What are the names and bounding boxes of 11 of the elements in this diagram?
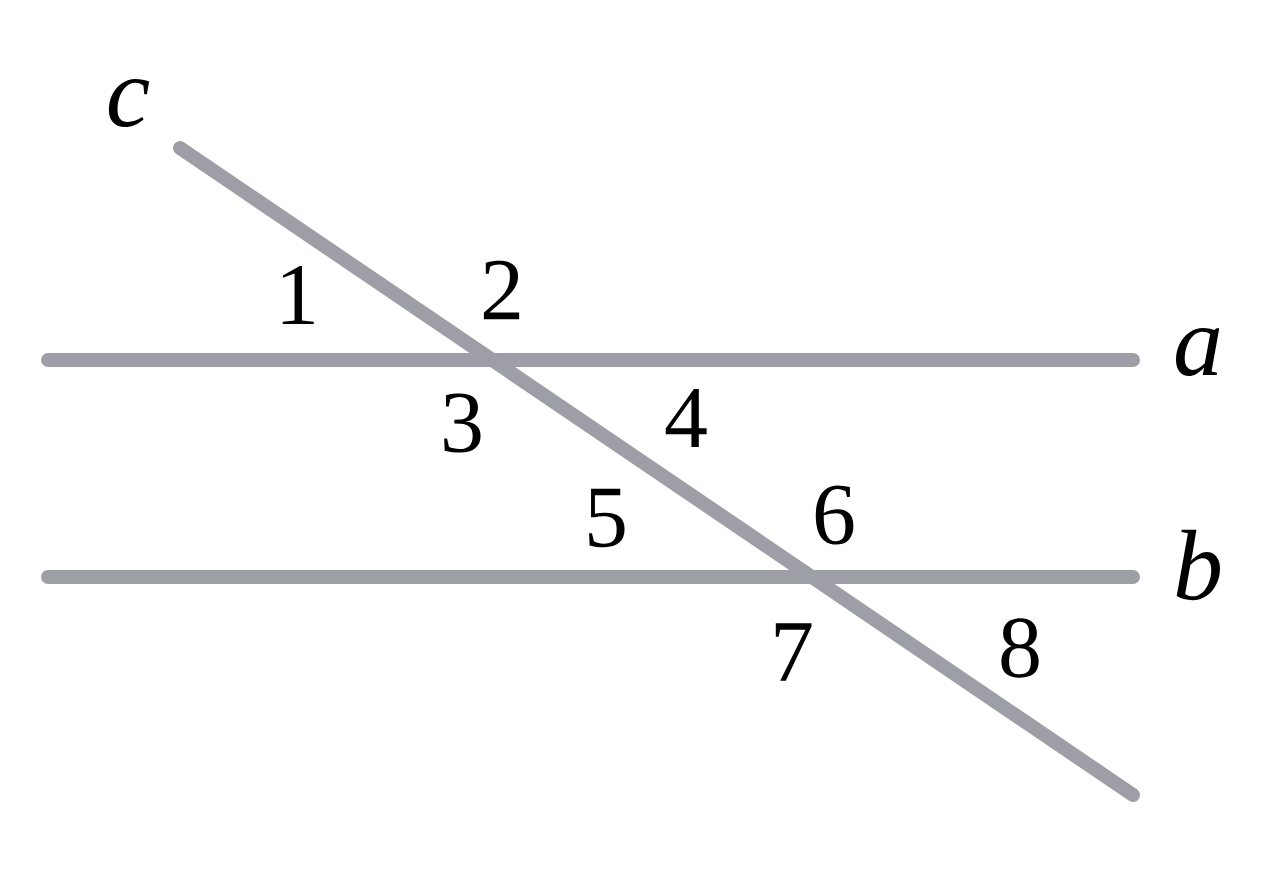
angle-number: 8 — [1001, 618, 1039, 678]
angle-number: 6 — [815, 485, 854, 545]
angle-number: 5 — [589, 488, 625, 548]
angle-number: 7 — [775, 623, 812, 681]
angle-number: 2 — [483, 260, 520, 320]
line-label: a — [1176, 327, 1220, 377]
angle-number: 3 — [444, 393, 481, 453]
line-label: b — [1176, 529, 1220, 601]
line-label: c — [108, 78, 150, 128]
angle-number: 4 — [665, 389, 707, 447]
angle-number: 1 — [282, 265, 314, 325]
